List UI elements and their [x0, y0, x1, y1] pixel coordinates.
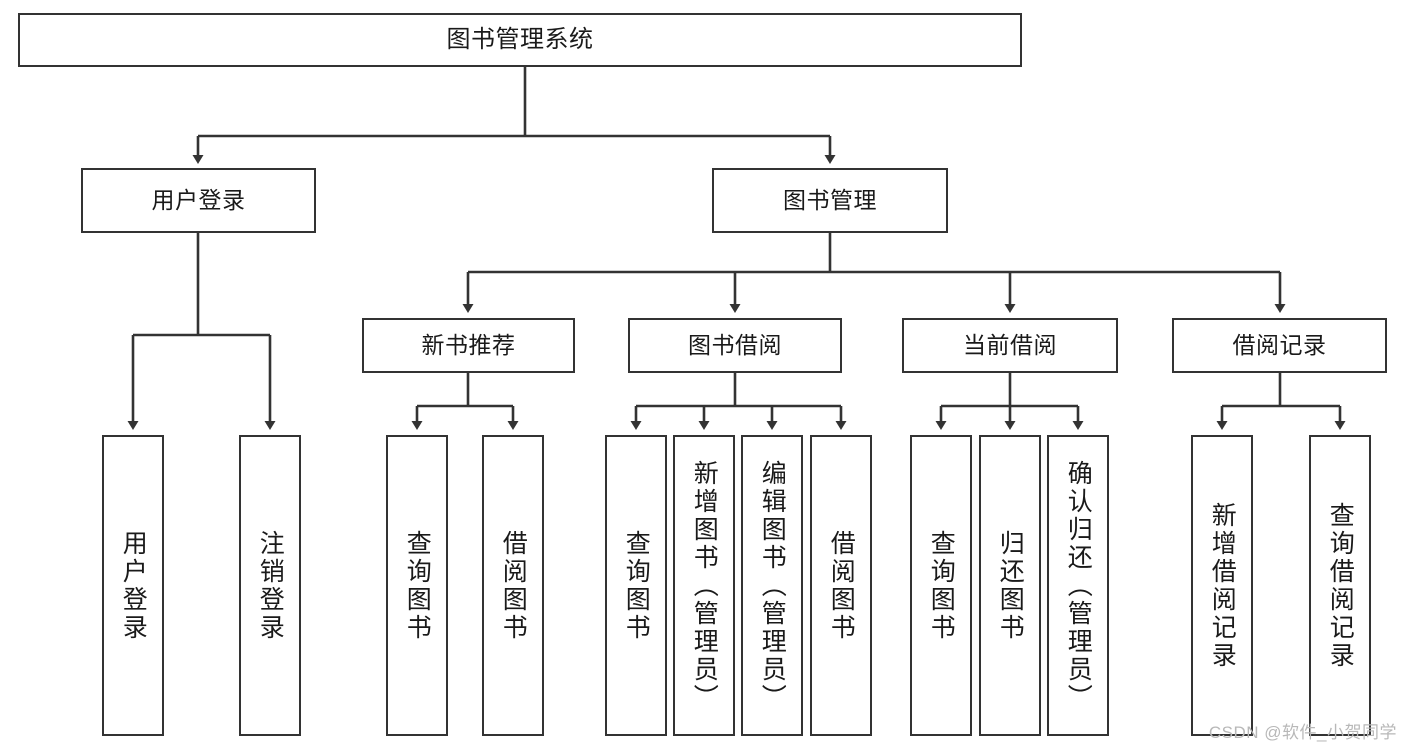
- leaf-query-book-2[interactable]: 查询图书: [605, 435, 667, 736]
- leaf-add-book[interactable]: 新增图书（管理员）: [673, 435, 735, 736]
- leaf-borrow-book-1[interactable]: 借阅图书: [482, 435, 544, 736]
- node-user-login[interactable]: 用户登录: [81, 168, 316, 233]
- node-root-label: 图书管理系统: [446, 25, 594, 53]
- node-current-borrow-label: 当前借阅: [963, 331, 1057, 358]
- leaf-add-book-label: 新增图书（管理员）: [690, 459, 719, 712]
- node-current-borrow[interactable]: 当前借阅: [902, 318, 1118, 373]
- node-book-manage[interactable]: 图书管理: [712, 168, 948, 233]
- node-book-manage-label: 图书管理: [783, 186, 877, 213]
- node-root[interactable]: 图书管理系统: [18, 13, 1022, 67]
- leaf-edit-book[interactable]: 编辑图书（管理员）: [741, 435, 803, 736]
- leaf-confirm-return[interactable]: 确认归还（管理员）: [1047, 435, 1109, 736]
- leaf-query-record[interactable]: 查询借阅记录: [1309, 435, 1371, 736]
- node-book-borrow[interactable]: 图书借阅: [628, 318, 842, 373]
- leaf-user-login[interactable]: 用户登录: [102, 435, 164, 736]
- node-borrow-record[interactable]: 借阅记录: [1172, 318, 1387, 373]
- leaf-add-record-label: 新增借阅记录: [1208, 501, 1237, 670]
- leaf-query-record-label: 查询借阅记录: [1326, 501, 1355, 670]
- leaf-borrow-book-1-label: 借阅图书: [499, 529, 528, 642]
- leaf-return-book-label: 归还图书: [996, 529, 1025, 642]
- leaf-borrow-book-2-label: 借阅图书: [827, 529, 856, 642]
- leaf-query-book-3[interactable]: 查询图书: [910, 435, 972, 736]
- node-book-borrow-label: 图书借阅: [688, 331, 782, 358]
- leaf-user-logout-label: 注销登录: [256, 529, 285, 642]
- leaf-confirm-return-label: 确认归还（管理员）: [1064, 459, 1093, 712]
- leaf-query-book-1-label: 查询图书: [403, 529, 432, 642]
- leaf-user-logout[interactable]: 注销登录: [239, 435, 301, 736]
- csdn-watermark: CSDN @软件_小贺同学: [1208, 723, 1397, 742]
- leaf-edit-book-label: 编辑图书（管理员）: [758, 459, 787, 712]
- leaf-return-book[interactable]: 归还图书: [979, 435, 1041, 736]
- leaf-query-book-2-label: 查询图书: [622, 529, 651, 642]
- node-user-login-label: 用户登录: [151, 186, 246, 213]
- node-new-book-rec[interactable]: 新书推荐: [362, 318, 575, 373]
- leaf-add-record[interactable]: 新增借阅记录: [1191, 435, 1253, 736]
- leaf-query-book-3-label: 查询图书: [927, 529, 956, 642]
- leaf-query-book-1[interactable]: 查询图书: [386, 435, 448, 736]
- leaf-user-login-label: 用户登录: [119, 529, 148, 642]
- node-new-book-rec-label: 新书推荐: [421, 331, 516, 358]
- leaf-borrow-book-2[interactable]: 借阅图书: [810, 435, 872, 736]
- node-borrow-record-label: 借阅记录: [1232, 331, 1327, 358]
